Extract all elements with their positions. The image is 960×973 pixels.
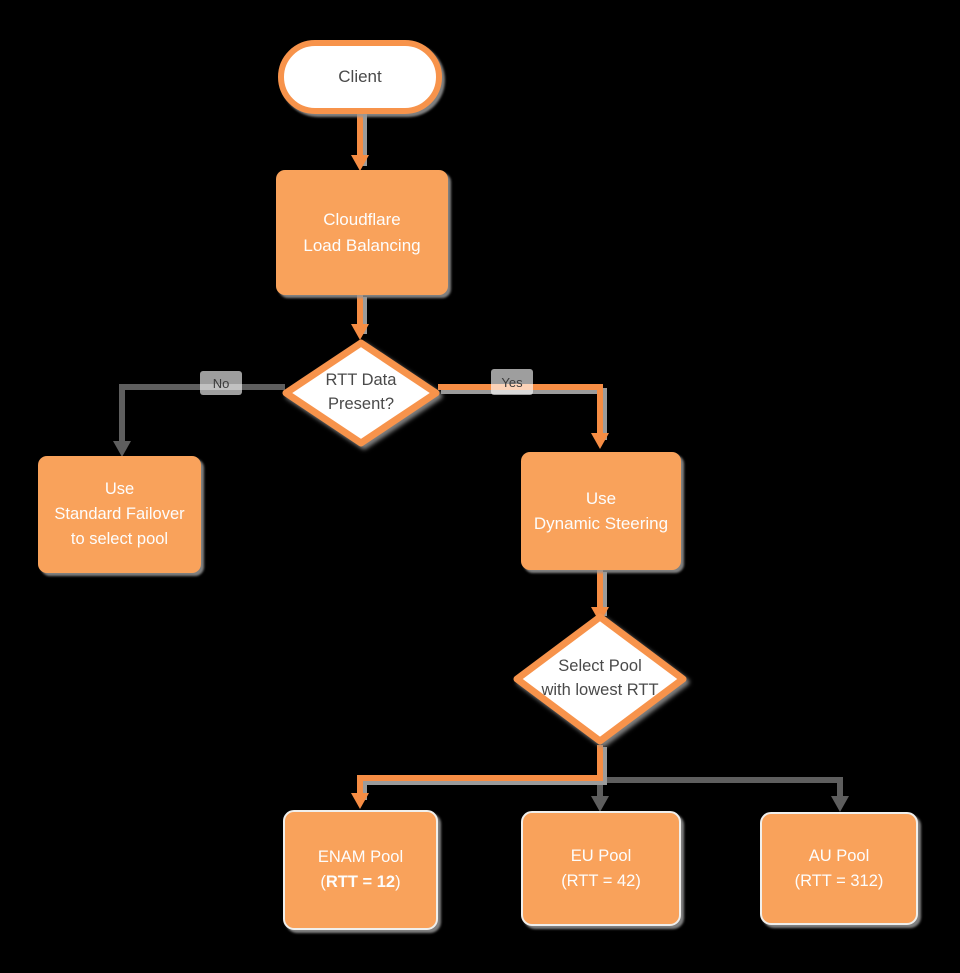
node-eu-pool: EU Pool (RTT = 42) bbox=[521, 811, 681, 926]
node-au-pool: AU Pool (RTT = 312) bbox=[760, 812, 918, 925]
edge-label-yes-text: Yes bbox=[501, 374, 523, 390]
node-enam-pool-label: ENAM Pool (RTT = 12) bbox=[318, 845, 403, 895]
arrowhead-down-icon bbox=[351, 155, 369, 171]
edge-label-no-text: No bbox=[212, 375, 230, 391]
node-eu-pool-label: EU Pool (RTT = 42) bbox=[561, 846, 641, 890]
node-select-pool: Select Pool with lowest RTT bbox=[512, 612, 688, 746]
arrowhead-down-icon bbox=[351, 793, 369, 809]
arrowhead-down-icon bbox=[591, 433, 609, 449]
connector-select-to-au-pool bbox=[600, 777, 849, 812]
arrowhead-down-icon bbox=[113, 441, 131, 457]
node-client: Client bbox=[278, 40, 442, 114]
node-load-balancing-label: Cloudflare Load Balancing bbox=[303, 210, 421, 255]
enam-pool-line1: ENAM Pool bbox=[317, 848, 404, 867]
node-rtt-decision: RTT Data Present? bbox=[281, 338, 441, 448]
arrowhead-down-icon bbox=[591, 796, 609, 812]
node-au-pool-label: AU Pool (RTT = 312) bbox=[794, 846, 884, 890]
arrowhead-down-icon bbox=[831, 796, 849, 812]
node-dynamic-steering-label: Use Dynamic Steering bbox=[533, 488, 669, 534]
decision-diamond-shape bbox=[282, 339, 440, 447]
connector-rtt-to-dynamic-steering bbox=[438, 384, 609, 449]
connector-loadbalancing-to-rtt bbox=[351, 295, 369, 340]
edge-label-yes: Yes bbox=[491, 369, 533, 395]
node-select-pool-label: Select Pool with lowest RTT bbox=[541, 657, 659, 699]
node-standard-failover-label: Use Standard Failover to select pool bbox=[54, 480, 185, 548]
connector-client-to-loadbalancing bbox=[351, 112, 369, 171]
connector-rtt-to-standard-failover bbox=[113, 384, 285, 457]
node-standard-failover: Use Standard Failover to select pool bbox=[38, 456, 201, 573]
node-load-balancing: Cloudflare Load Balancing bbox=[276, 170, 448, 295]
connector-select-to-enam-pool bbox=[351, 745, 607, 809]
enam-rtt-value: RTT = 12 bbox=[325, 873, 396, 891]
node-dynamic-steering: Use Dynamic Steering bbox=[521, 452, 681, 570]
enam-pool-line2: (RTT = 12) bbox=[320, 873, 401, 891]
node-enam-pool: ENAM Pool (RTT = 12) bbox=[283, 810, 438, 930]
decision-diamond-shape bbox=[513, 613, 687, 745]
arrowhead-down-icon bbox=[351, 324, 369, 340]
edge-label-no: No bbox=[200, 371, 242, 395]
node-client-label: Client bbox=[338, 67, 382, 86]
node-rtt-decision-label: RTT Data Present? bbox=[325, 371, 397, 413]
